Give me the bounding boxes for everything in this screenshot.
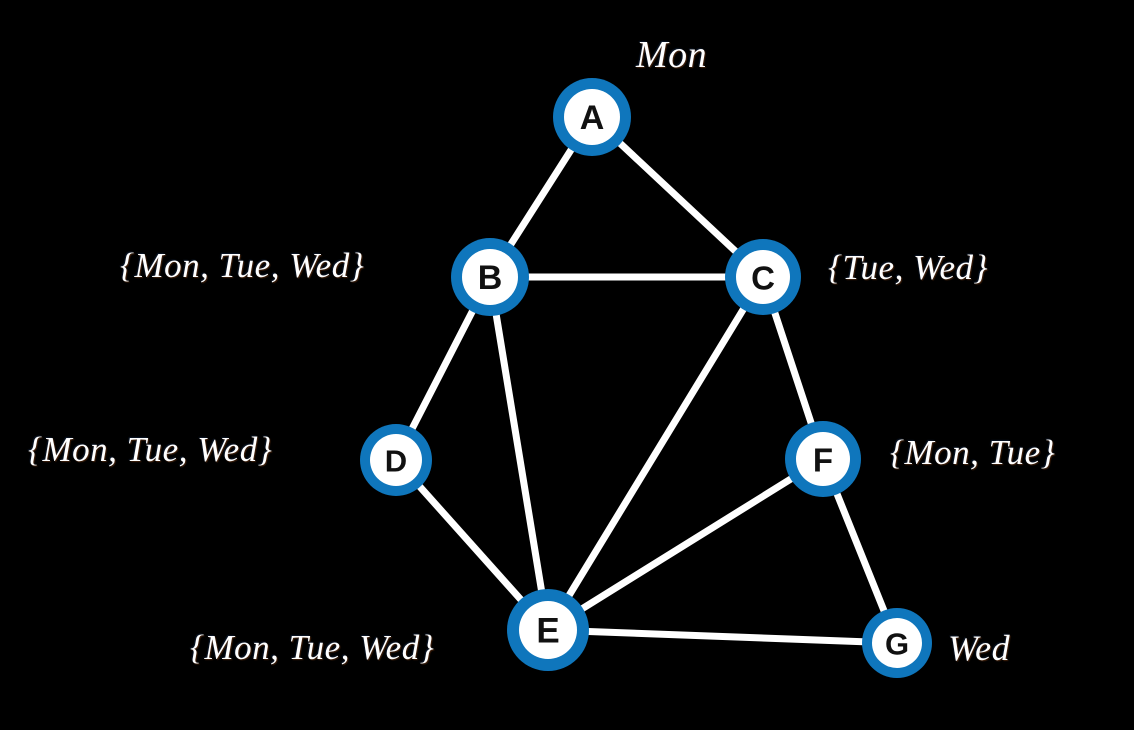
node-e[interactable]: E [507,589,589,671]
node-c[interactable]: C [725,239,801,315]
edge-e-g [544,626,901,647]
node-e-fill [519,601,577,659]
node-f-letter: F [813,442,833,479]
node-g-letter: G [885,627,909,662]
node-g[interactable]: G [862,608,932,678]
domain-label-f: {Mon, Tue} [890,433,1056,472]
node-c-fill [736,250,790,304]
node-f[interactable]: F [785,421,861,497]
node-d-fill [370,434,422,486]
node-e-letter: E [536,612,559,651]
node-b-fill [462,249,518,305]
edge-b-e [486,273,552,634]
domain-label-c: {Tue, Wed} [828,248,989,287]
domain-label-a: Mon [636,34,708,76]
node-c-letter: C [751,260,775,297]
edge-a-c [588,113,767,281]
nodes-group: A B C D E F G [360,78,932,678]
node-d[interactable]: D [360,424,432,496]
domain-label-d: {Mon, Tue, Wed} [28,430,273,469]
node-b-letter: B [478,259,503,297]
domain-label-e: {Mon, Tue, Wed} [190,628,435,667]
domain-label-b: {Mon, Tue, Wed} [120,246,365,285]
domain-label-g: Wed [948,628,1011,668]
edge-e-f [544,455,827,634]
node-d-letter: D [385,444,407,479]
node-a[interactable]: A [553,78,631,156]
edges-group [392,113,901,647]
edge-c-e [544,273,767,634]
node-g-fill [872,618,922,668]
node-a-fill [564,89,620,145]
node-f-fill [796,432,850,486]
node-b[interactable]: B [451,238,529,316]
node-a-letter: A [580,99,605,137]
